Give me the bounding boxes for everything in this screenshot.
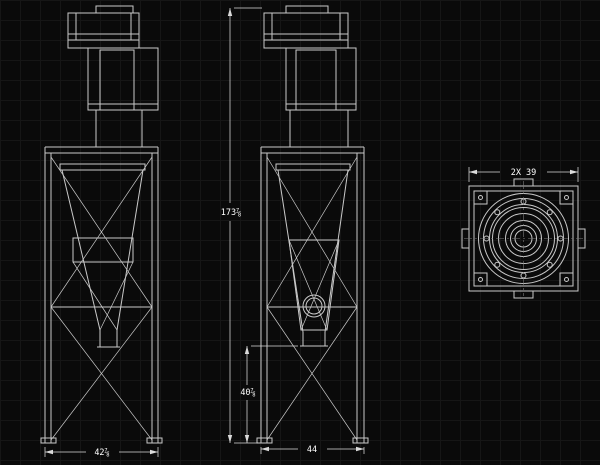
front-blower-housing[interactable] [87,47,159,148]
front-support-frame[interactable] [40,146,163,444]
side-motor-assembly[interactable] [263,5,349,49]
side-support-frame[interactable] [256,146,369,444]
outlet-height-label: 40⅞ [240,388,255,398]
top-flange-width-label: 2X 39 [511,168,537,178]
front-view[interactable] [40,5,163,444]
side-blower-housing[interactable] [285,47,357,148]
side-view[interactable] [256,5,369,444]
front-hopper[interactable] [59,163,146,348]
inspection-port[interactable] [302,294,326,318]
dimension-front-base-width[interactable]: 42⅞ [44,447,159,458]
dimension-top-flange-width[interactable]: 2X 39 [468,167,579,182]
dimension-outlet-height[interactable]: 40⅞ [240,345,298,443]
front-motor-assembly[interactable] [67,5,140,49]
top-view[interactable] [461,178,586,299]
dimension-overall-height[interactable]: 173⅞ [221,7,262,444]
overall-height-label: 173⅞ [221,208,241,218]
side-base-width-label: 44 [307,445,317,455]
dimension-side-base-width[interactable]: 44 [260,445,365,455]
side-hopper[interactable] [275,163,351,347]
front-base-width-label: 42⅞ [94,448,109,458]
